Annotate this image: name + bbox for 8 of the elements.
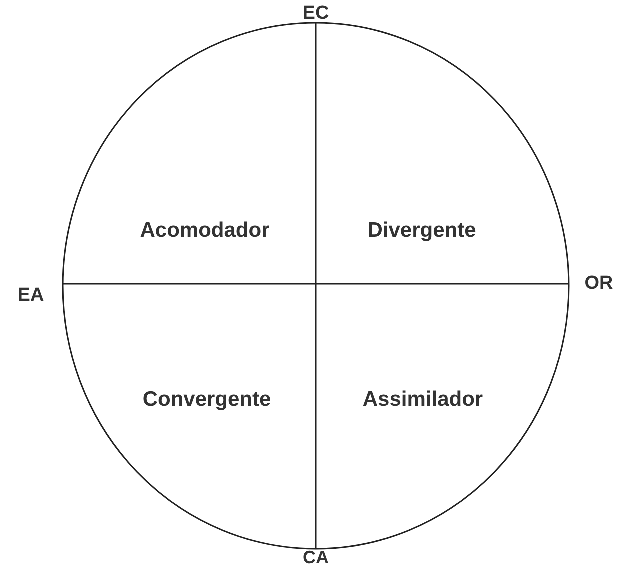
- axis-label: CA: [303, 548, 329, 568]
- quadrant-label: Convergente: [142, 388, 272, 412]
- quadrant-label: Acomodador: [140, 219, 270, 243]
- quadrant-label: Divergente: [368, 219, 476, 243]
- quadrant-label: Assimilador: [362, 388, 484, 412]
- axis-label: EC: [302, 3, 330, 25]
- axis-label: EA: [18, 285, 44, 307]
- axis-label: OR: [584, 273, 614, 295]
